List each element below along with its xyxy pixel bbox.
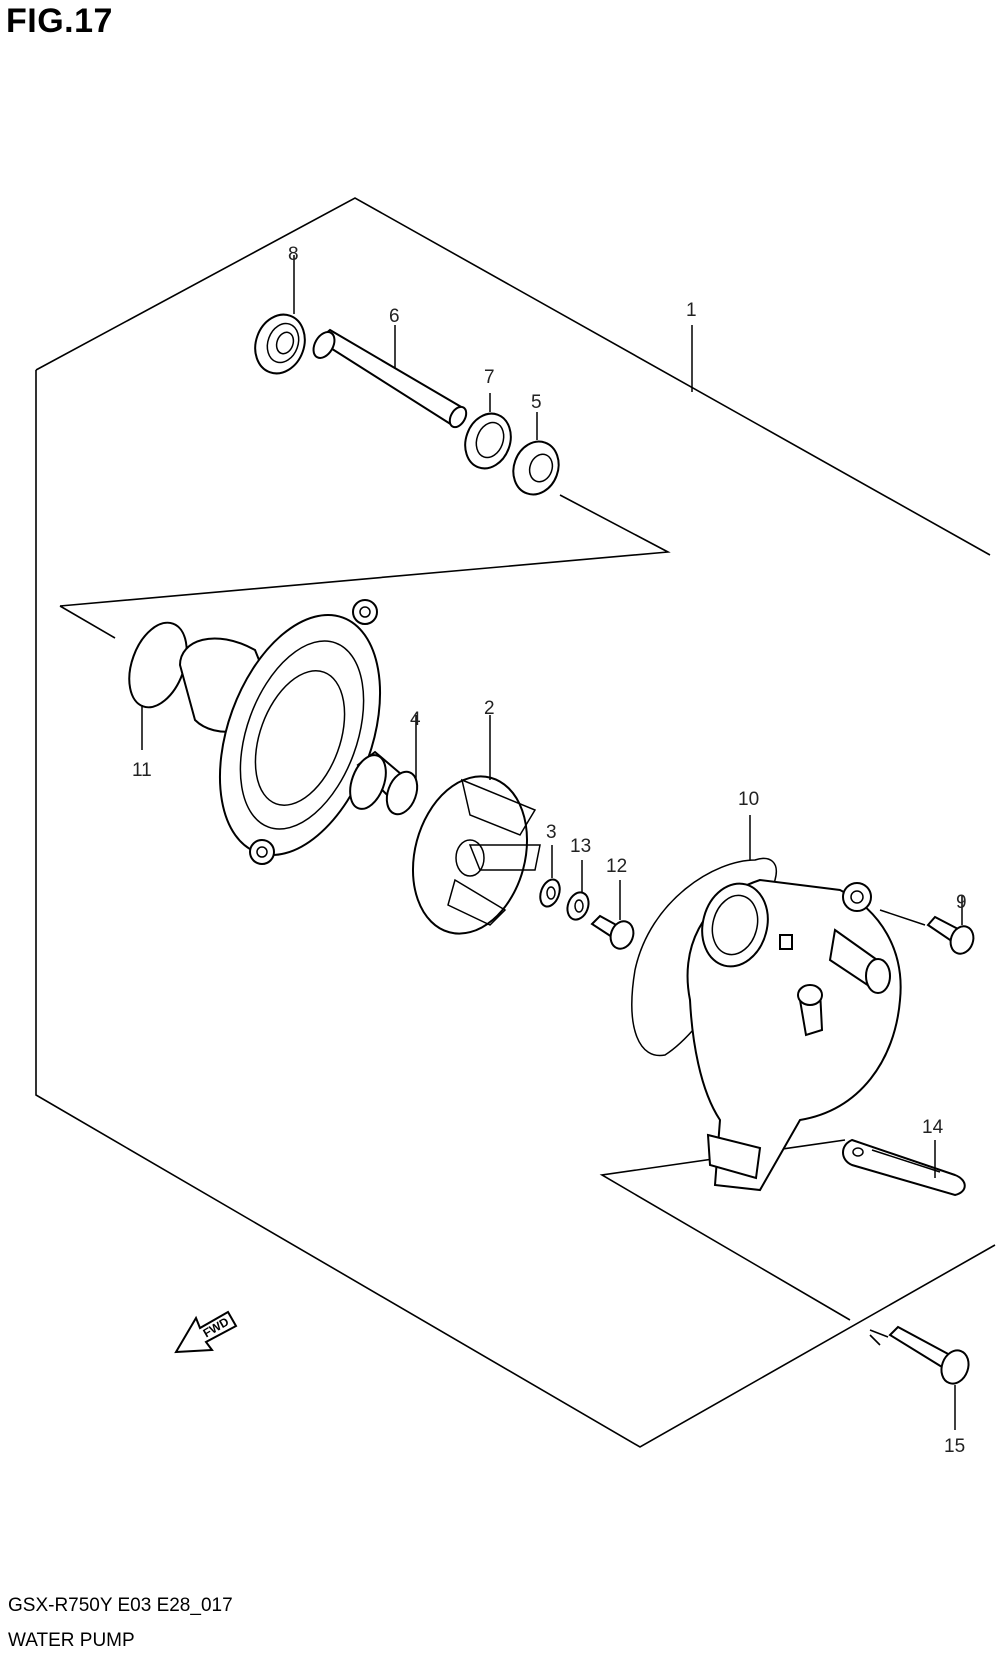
clamp-part-14[interactable] — [842, 1138, 966, 1197]
callout-13: 13 — [570, 836, 591, 857]
callout-12: 12 — [606, 856, 627, 877]
bearing-part-8[interactable] — [247, 255, 313, 380]
pump-housing[interactable] — [178, 593, 410, 877]
callout-3: 3 — [546, 822, 557, 843]
callout-14: 14 — [922, 1117, 944, 1138]
callout-4: 4 — [410, 709, 421, 730]
callout-15: 15 — [944, 1436, 965, 1457]
o-ring-part-10[interactable] — [631, 815, 777, 1057]
callout-2: 2 — [484, 698, 495, 719]
callout-labels: 1 2 3 4 5 6 7 8 9 10 11 12 13 14 15 — [132, 244, 967, 1457]
figure-title: FIG.17 — [6, 2, 113, 40]
callout-10: 10 — [738, 789, 759, 810]
seal-part-5[interactable] — [506, 412, 566, 501]
screw-part-9[interactable] — [879, 895, 977, 957]
pump-cover[interactable] — [686, 876, 902, 1192]
model-code: GSX-R750Y E03 E28_017 — [8, 1595, 233, 1616]
callout-1: 1 — [686, 300, 697, 321]
callout-5: 5 — [531, 392, 542, 413]
bolt-part-12[interactable] — [590, 880, 637, 952]
mechanical-seal-part-4[interactable] — [343, 715, 422, 818]
assembly-boundary — [35, 197, 996, 1448]
washer-part-13[interactable] — [564, 860, 592, 923]
callout-8: 8 — [288, 244, 299, 265]
bolt-part-15[interactable] — [869, 1325, 973, 1430]
callout-9: 9 — [956, 892, 967, 913]
section-name: WATER PUMP — [8, 1630, 135, 1651]
callout-7: 7 — [484, 367, 495, 388]
bearing-part-7[interactable] — [458, 393, 518, 475]
fwd-direction-arrow: FWD — [174, 1310, 238, 1354]
washer-part-3[interactable] — [537, 845, 563, 909]
impeller-part-2[interactable] — [396, 715, 544, 947]
shaft-part-6[interactable] — [309, 325, 469, 430]
callout-11: 11 — [132, 760, 152, 781]
callout-6: 6 — [389, 306, 400, 327]
